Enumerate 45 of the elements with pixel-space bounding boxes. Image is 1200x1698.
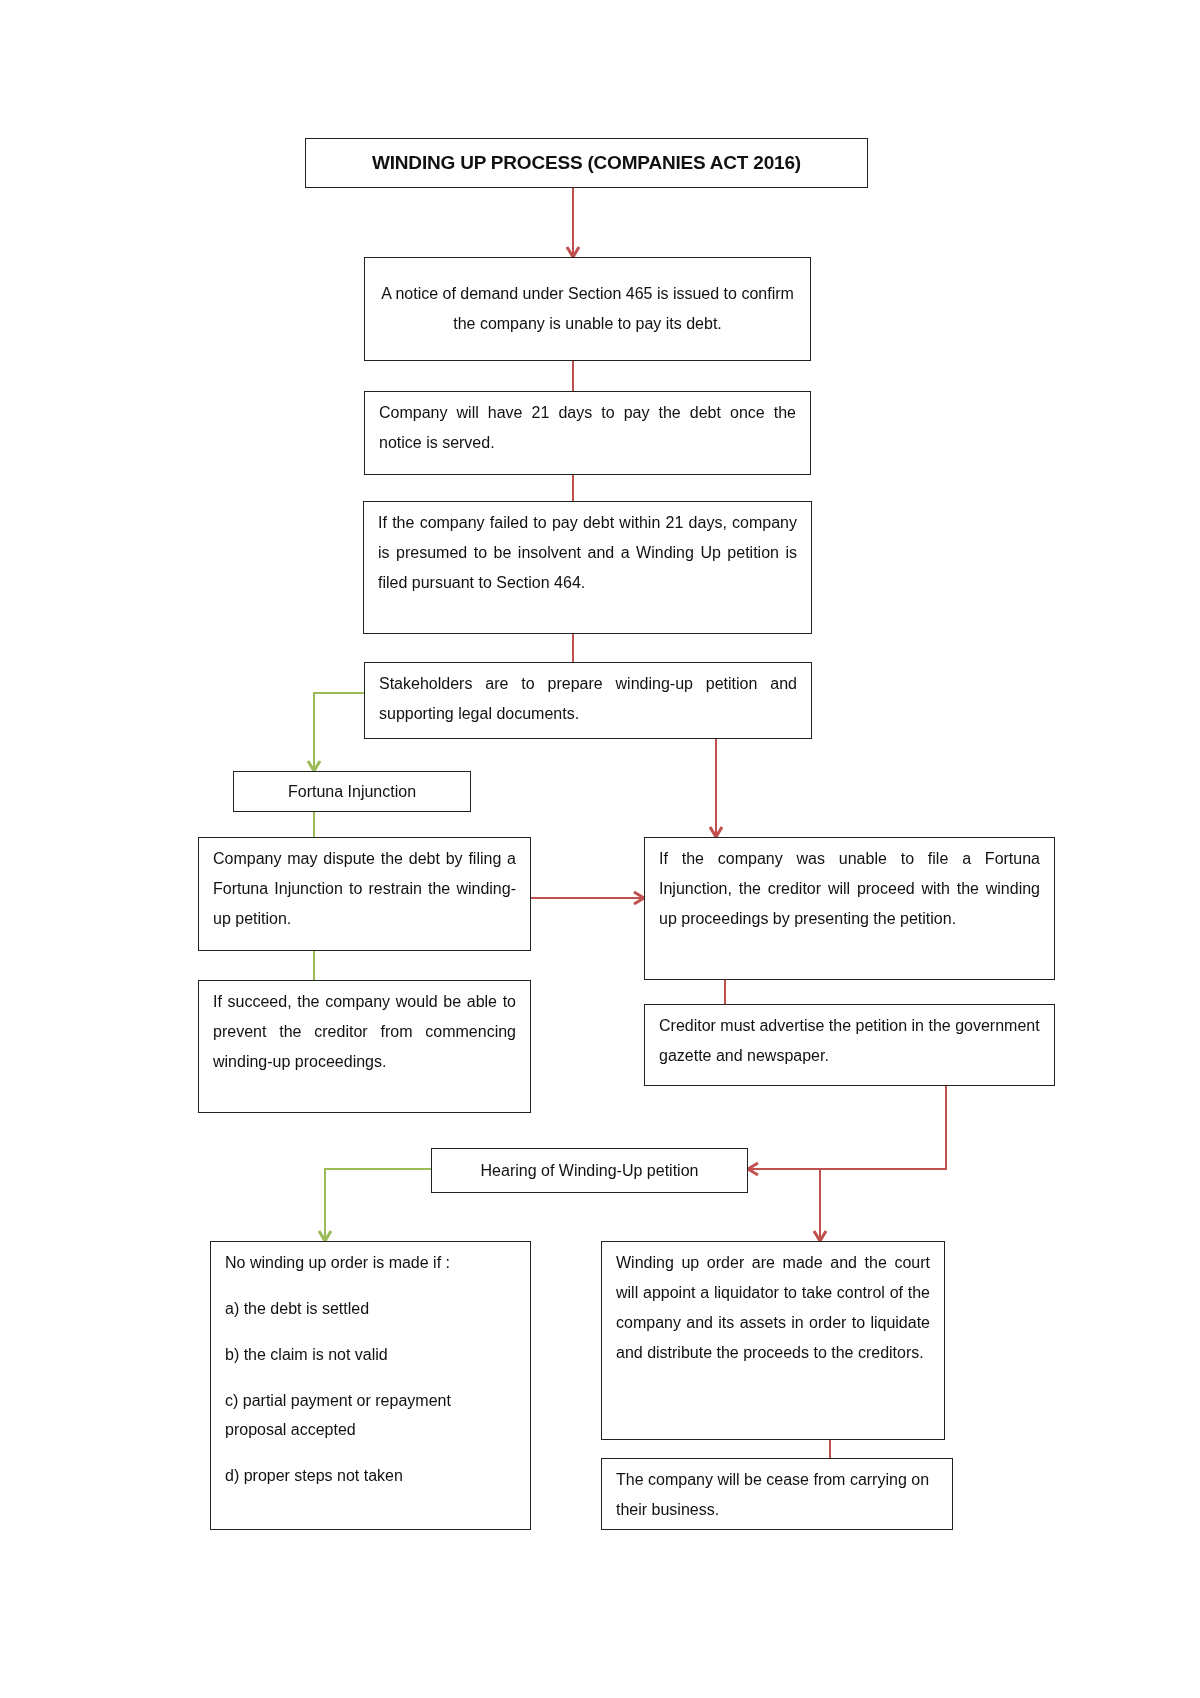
step-text: Fortuna Injunction xyxy=(287,781,417,802)
process-box xyxy=(198,980,531,1113)
arrow xyxy=(317,1168,432,1243)
process-box xyxy=(364,391,811,475)
step-text: Stakeholders are to prepare winding-up petition and supporting legal documents. xyxy=(379,674,797,724)
step-text: A notice of demand under Section 465 is issued to confirm the company is unable to pay its debt. xyxy=(380,284,795,334)
arrow xyxy=(708,738,724,839)
connector-line xyxy=(572,474,574,502)
arrow xyxy=(530,890,646,906)
title-box xyxy=(305,138,868,188)
process-box xyxy=(233,771,471,812)
step-text: Creditor must advertise the petition in the government gazette and newspaper. xyxy=(659,1016,1040,1066)
step-text: Company will have 21 days to pay the debt once the notice is served. xyxy=(379,403,796,453)
step-text: If the company failed to pay debt within 21 days, company is presumed to be insolvent and a Winding Up petition is filed pursuant to Section 464. xyxy=(378,513,797,593)
condition-heading: No winding up order is made if : xyxy=(225,1253,451,1273)
condition-item: c) partial payment or repayment proposal accepted xyxy=(225,1391,452,1440)
condition-item: a) the debt is settled xyxy=(225,1299,371,1319)
connector-line xyxy=(829,1439,831,1459)
process-box xyxy=(431,1148,748,1193)
process-box xyxy=(601,1458,953,1530)
process-box xyxy=(363,501,812,634)
process-box xyxy=(644,1004,1055,1086)
condition-item: b) the claim is not valid xyxy=(225,1345,389,1365)
step-text: Company may dispute the debt by filing a Fortuna Injunction to restrain the winding-up petition. xyxy=(213,849,516,929)
step-text: Hearing of Winding-Up petition xyxy=(480,1160,699,1181)
connector-line xyxy=(572,360,574,392)
step-text: The company will be cease from carrying on their business. xyxy=(616,1470,931,1520)
arrow xyxy=(565,187,581,259)
process-box xyxy=(644,837,1055,980)
connector-line xyxy=(313,811,315,838)
step-text: If the company was unable to file a Fortuna Injunction, the creditor will proceed with the winding up proceedings by presenting the petition. xyxy=(659,849,1040,929)
step-text: Winding up order are made and the court will appoint a liquidator to take control of the company and its assets in order to liquidate and distribute the proceeds to the creditors. xyxy=(616,1253,930,1363)
process-box xyxy=(210,1241,531,1530)
process-box xyxy=(364,662,812,739)
connector-line xyxy=(572,633,574,663)
title-text: WINDING UP PROCESS (COMPANIES ACT 2016) xyxy=(372,151,801,175)
process-box xyxy=(364,257,811,361)
connector-line xyxy=(724,979,726,1005)
arrow xyxy=(306,692,365,773)
condition-item: d) proper steps not taken xyxy=(225,1466,404,1486)
process-box xyxy=(198,837,531,951)
arrow xyxy=(746,1085,947,1177)
process-box xyxy=(601,1241,945,1440)
step-text: If succeed, the company would be able to prevent the creditor from commencing winding-up proceedings. xyxy=(213,992,516,1072)
connector-line xyxy=(313,950,315,981)
